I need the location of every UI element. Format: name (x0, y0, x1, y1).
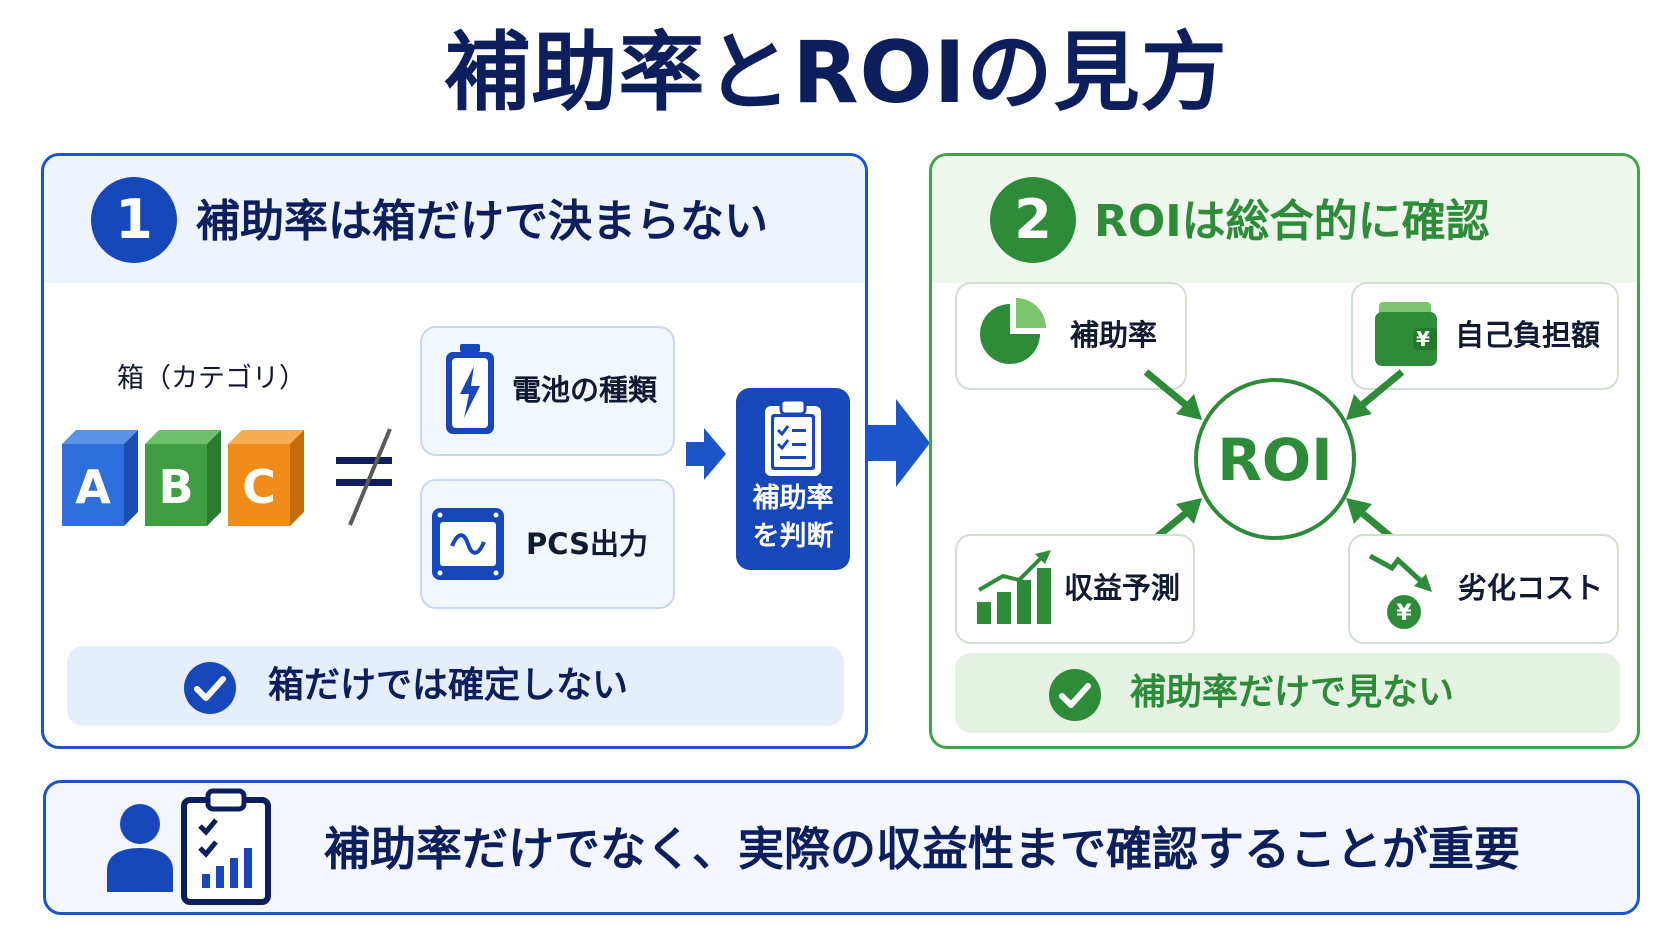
factor-degradation-cost-label: 劣化コスト (1458, 571, 1604, 605)
decline-yen-icon: ¥ (1368, 553, 1432, 629)
cube-b-letter: B (158, 460, 193, 514)
panel-roi: 2 ROIは総合的に確認 補助率 ¥ 自己負担額 ROI (929, 153, 1640, 749)
page-title: 補助率とROIの見方 (444, 23, 1228, 123)
cube-a-icon: A (62, 430, 138, 526)
arrow-in-top-left-icon (1143, 369, 1202, 420)
factor-revenue-forecast (955, 534, 1195, 644)
cube-c-icon: C (228, 430, 304, 526)
panel-2-heading: ROIは総合的に確認 (1094, 196, 1490, 247)
factor-battery-label: 電池の種類 (512, 373, 658, 407)
factor-pcs-label: PCS出力 (526, 527, 648, 561)
cube-c-letter: C (242, 460, 276, 514)
pie-chart-icon (980, 298, 1046, 364)
svg-text:¥: ¥ (1416, 327, 1430, 351)
arrow-right-icon (686, 428, 726, 480)
step-number-1: 1 (91, 177, 177, 263)
factor-self-pay-label: 自己負担額 (1455, 318, 1601, 352)
factor-revenue-forecast-label: 収益予測 (1064, 571, 1181, 605)
roi-center-label: ROI (1217, 426, 1333, 494)
judge-label-line1: 補助率 (752, 483, 834, 514)
cube-b-icon: B (145, 430, 221, 526)
judge-label: 補助率 を判断 (736, 480, 850, 556)
summary-message: 補助率だけでなく、実際の収益性まで確認することが重要 (324, 822, 1520, 876)
cube-a-letter: A (75, 460, 111, 514)
step-number-2: 2 (990, 177, 1076, 263)
roi-center-circle (1194, 378, 1356, 540)
svg-text:¥: ¥ (1396, 601, 1412, 626)
panel-1-header (44, 156, 865, 283)
factor-subsidy-rate-label: 補助率 (1070, 318, 1158, 352)
check-circle-icon (184, 662, 236, 714)
growth-chart-icon (977, 550, 1051, 624)
pcs-inverter-icon (432, 508, 504, 580)
judge-label-line2: を判断 (752, 521, 834, 552)
clipboard-chart-icon (181, 788, 271, 905)
check-circle-green-icon (1049, 669, 1101, 721)
panel-subsidy-rate: 1 補助率は箱だけで決まらない 箱（カテゴリ） A B C (41, 153, 868, 749)
summary-bar (43, 780, 1640, 915)
wallet-yen-icon: ¥ (1375, 302, 1437, 366)
clipboard-check-icon (765, 398, 821, 476)
not-equal-icon (336, 428, 392, 526)
factor-degradation-cost (1348, 534, 1619, 644)
battery-icon (446, 344, 494, 434)
panel-2-footer-text: 補助率だけで見ない (1130, 672, 1455, 713)
category-label: 箱（カテゴリ） (117, 363, 306, 394)
panel-1-footer-text: 箱だけでは確定しない (268, 665, 629, 706)
arrow-in-top-right-icon (1346, 369, 1405, 420)
panel-1-heading: 補助率は箱だけで決まらない (196, 196, 768, 247)
category-cubes: A B C (62, 430, 304, 526)
person-icon (107, 804, 173, 892)
big-arrow-right-icon (868, 399, 930, 487)
